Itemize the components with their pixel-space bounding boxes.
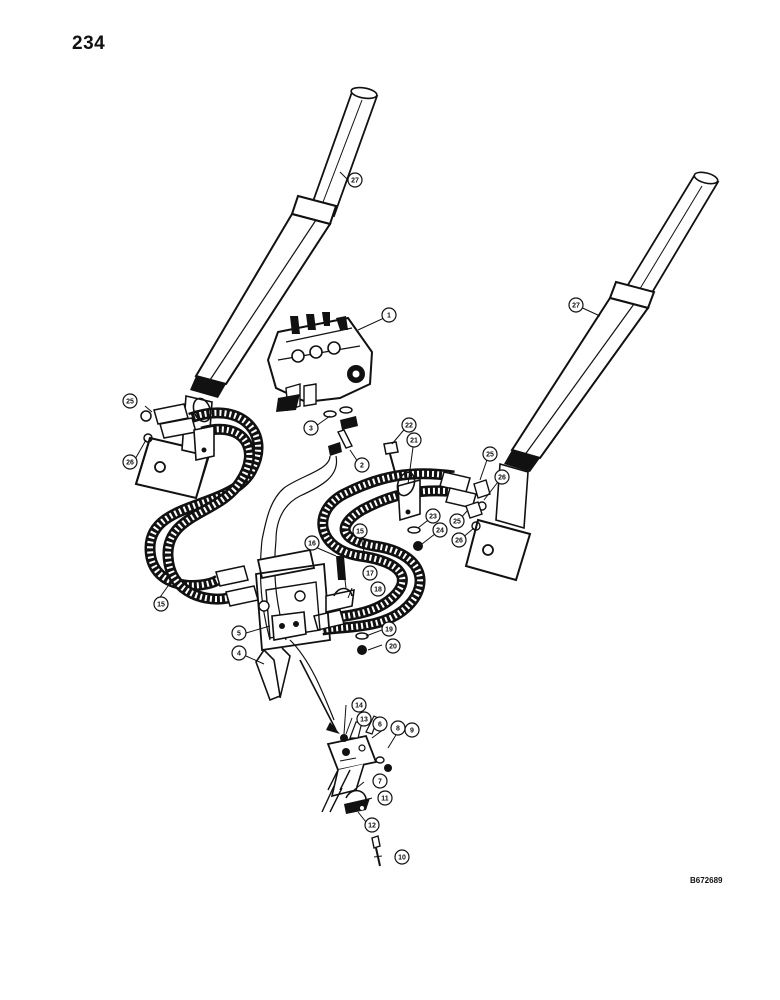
svg-text:15: 15 <box>157 602 165 609</box>
callout-13: 13 <box>356 711 372 727</box>
control-lever-assembly <box>255 548 369 702</box>
svg-text:19: 19 <box>385 627 393 634</box>
svg-text:26: 26 <box>126 460 134 467</box>
svg-text:5: 5 <box>237 631 241 638</box>
svg-text:25: 25 <box>126 399 134 406</box>
callout-16: 16 <box>304 535 320 551</box>
svg-text:15: 15 <box>356 529 364 536</box>
callout-12: 12 <box>364 817 380 833</box>
svg-text:27: 27 <box>572 303 580 310</box>
svg-text:26: 26 <box>455 538 463 545</box>
svg-text:13: 13 <box>360 717 368 724</box>
callout-14: 14 <box>351 697 367 713</box>
callout-26-right-lower: 26 <box>451 532 467 548</box>
valve-fittings <box>323 406 358 456</box>
callout-27-left: 27 <box>347 172 363 188</box>
page-number: 234 <box>72 33 106 54</box>
svg-text:17: 17 <box>366 571 374 578</box>
callout-26-left: 26 <box>122 454 138 470</box>
right-cylinder <box>464 171 720 582</box>
svg-text:3: 3 <box>309 426 313 433</box>
callout-17: 17 <box>362 565 378 581</box>
control-valve <box>266 312 374 412</box>
svg-text:8: 8 <box>396 726 400 733</box>
svg-text:27: 27 <box>351 178 359 185</box>
callout-24: 24 <box>432 522 448 538</box>
svg-text:2: 2 <box>360 463 364 470</box>
callout-11: 11 <box>377 790 393 806</box>
callout-25-right-lower: 25 <box>449 513 465 529</box>
left-hoses <box>140 397 264 607</box>
svg-text:1: 1 <box>387 313 391 320</box>
callout-18: 18 <box>370 581 386 597</box>
svg-text:4: 4 <box>237 651 241 658</box>
svg-text:6: 6 <box>378 722 382 729</box>
svg-text:24: 24 <box>436 528 444 535</box>
callout-7: 7 <box>372 773 388 789</box>
callout-5: 5 <box>231 625 247 641</box>
svg-text:7: 7 <box>378 779 382 786</box>
callout-9: 9 <box>404 722 420 738</box>
callout-23: 23 <box>425 508 441 524</box>
svg-text:14: 14 <box>355 703 363 710</box>
svg-text:23: 23 <box>429 514 437 521</box>
svg-text:20: 20 <box>389 644 397 651</box>
callout-15-right: 15 <box>352 523 368 539</box>
svg-text:22: 22 <box>405 423 413 430</box>
callout-6: 6 <box>372 716 388 732</box>
callout-20: 20 <box>385 638 401 654</box>
svg-text:18: 18 <box>374 587 382 594</box>
svg-text:26: 26 <box>498 475 506 482</box>
callout-3: 3 <box>303 420 319 436</box>
svg-text:12: 12 <box>368 823 376 830</box>
callout-15-left: 15 <box>153 596 169 612</box>
svg-text:25: 25 <box>453 519 461 526</box>
callout-19: 19 <box>381 621 397 637</box>
svg-text:9: 9 <box>410 728 414 735</box>
right-hoses <box>313 441 491 636</box>
svg-text:10: 10 <box>398 855 406 862</box>
callout-25-right-upper: 25 <box>482 446 498 462</box>
callout-25-left: 25 <box>122 393 138 409</box>
figure-code: B672689 <box>690 876 723 885</box>
callout-4: 4 <box>231 645 247 661</box>
svg-text:25: 25 <box>486 452 494 459</box>
callout-21: 21 <box>406 432 422 448</box>
callout-10: 10 <box>394 849 410 865</box>
callout-26-right-upper: 26 <box>494 469 510 485</box>
pilot-lines <box>259 455 338 721</box>
callouts: 1 2 3 4 5 6 7 8 9 10 11 12 13 14 15 15 1… <box>122 171 601 865</box>
callout-2: 2 <box>354 457 370 473</box>
svg-text:11: 11 <box>381 796 389 803</box>
callout-8: 8 <box>390 720 406 736</box>
callout-27-right: 27 <box>568 297 584 313</box>
callout-22: 22 <box>401 417 417 433</box>
callout-1: 1 <box>381 307 397 323</box>
lever-linkage-detail <box>299 659 392 867</box>
svg-text:21: 21 <box>410 438 418 445</box>
svg-text:16: 16 <box>308 541 316 548</box>
